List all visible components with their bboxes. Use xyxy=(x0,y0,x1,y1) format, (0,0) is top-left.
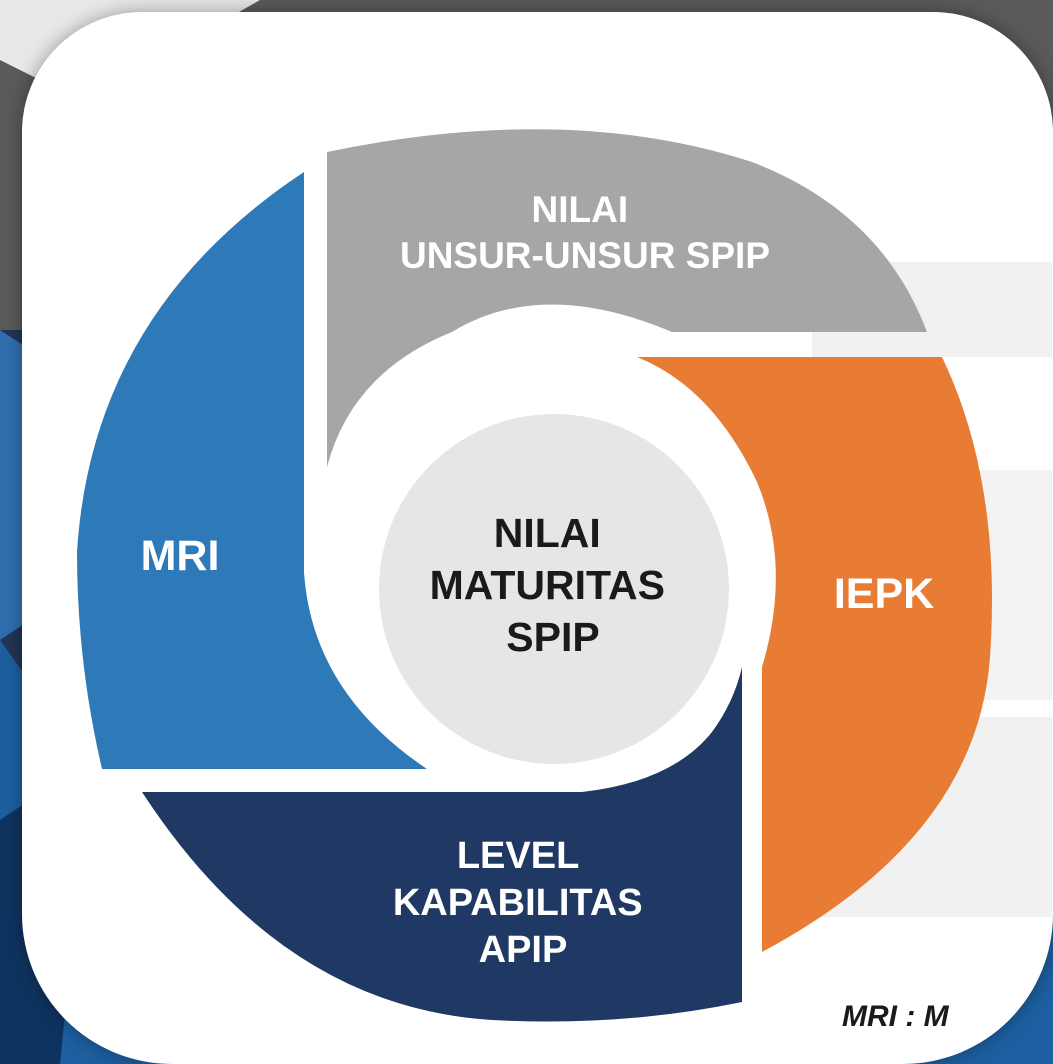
segment-right xyxy=(637,357,992,952)
center-circle xyxy=(379,414,729,764)
diagram-card: NILAI UNSUR-UNSUR SPIP IEPK LEVEL KAPABI… xyxy=(22,12,1053,1064)
segment-bottom-label: LEVEL KAPABILITAS APIP xyxy=(393,835,653,971)
segment-left-label: MRI xyxy=(141,532,220,580)
segment-top-label: NILAI UNSUR-UNSUR SPIP xyxy=(400,189,770,276)
maturity-cycle-diagram: NILAI UNSUR-UNSUR SPIP IEPK LEVEL KAPABI… xyxy=(77,129,1052,1022)
center-label: NILAI MATURITAS SPIP xyxy=(430,510,677,660)
segment-bottom xyxy=(142,667,742,1022)
segment-top xyxy=(327,129,927,467)
footnote: MRI : M xyxy=(842,1000,949,1033)
segment-right-label: IEPK xyxy=(834,570,934,618)
segment-left xyxy=(77,172,427,769)
